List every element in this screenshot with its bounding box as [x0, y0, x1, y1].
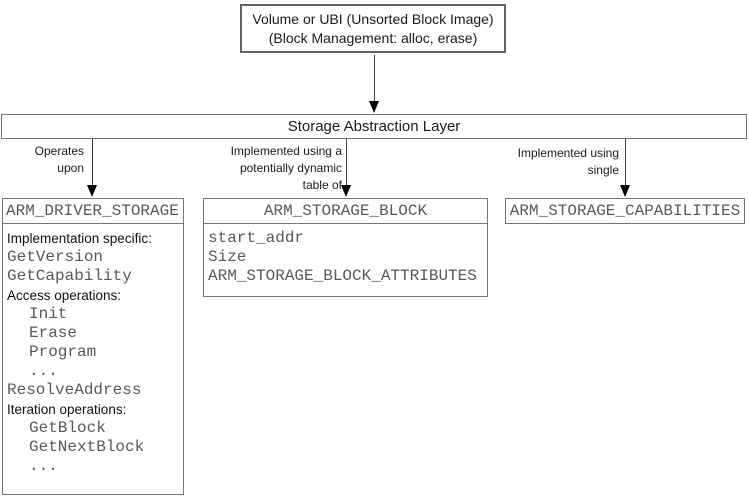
- box-line: ...: [29, 457, 58, 475]
- arrowhead-down-icon: [619, 185, 630, 197]
- edge-label-line: table of: [302, 178, 342, 192]
- box-line: GetNextBlock: [29, 438, 145, 456]
- box-line: Iteration operations:: [7, 402, 127, 417]
- arm-storage-capabilities-title: ARM_STORAGE_CAPABILITIES: [509, 202, 741, 220]
- arm-driver-storage-title: ARM_DRIVER_STORAGE: [3, 199, 183, 224]
- box-line: start_addr: [208, 229, 305, 247]
- arm-driver-storage-box: ARM_DRIVER_STORAGE Implementation specif…: [2, 198, 184, 495]
- arrowhead-down-icon: [340, 185, 351, 197]
- box-line: Size: [208, 248, 247, 266]
- center-connector-line: [345, 139, 347, 187]
- edge-label-line: upon: [57, 161, 84, 175]
- edge-label-line: Implemented using: [517, 146, 619, 160]
- top-connector-line: [373, 55, 375, 102]
- volume-ubi-line2: (Block Management: alloc, erase): [268, 29, 478, 46]
- box-line: Program: [29, 343, 97, 361]
- box-line: Erase: [29, 324, 78, 342]
- edge-label-line: single: [587, 163, 619, 177]
- edge-label-line: Implemented using a: [230, 144, 342, 158]
- box-line: Access operations:: [7, 288, 122, 303]
- storage-abstraction-layer-title: Storage Abstraction Layer: [287, 118, 461, 135]
- box-line: GetVersion: [7, 248, 104, 266]
- box-line: GetCapability: [7, 267, 132, 285]
- box-line: Implementation specific:: [7, 231, 152, 246]
- box-line: ARM_STORAGE_BLOCK_ATTRIBUTES: [208, 267, 477, 285]
- edge-label-dynamic-table: Implemented using a potentially dynamic …: [190, 143, 342, 194]
- box-line: Init: [29, 305, 68, 323]
- edge-label-operates-upon: Operates upon: [0, 143, 84, 177]
- right-connector-line: [624, 139, 626, 187]
- volume-ubi-box: Volume or UBI (Unsorted Block Image) (Bl…: [240, 4, 506, 53]
- edge-label-single: Implemented using single: [460, 145, 619, 179]
- edge-label-line: potentially dynamic: [239, 161, 342, 175]
- arrowhead-down-icon: [368, 101, 379, 113]
- arm-storage-block-title: ARM_STORAGE_BLOCK: [204, 199, 487, 224]
- arm-storage-capabilities-box: ARM_STORAGE_CAPABILITIES: [505, 198, 745, 224]
- edge-label-line: Operates: [34, 144, 84, 158]
- box-line: ...: [29, 362, 58, 380]
- box-line: GetBlock: [29, 419, 106, 437]
- left-connector-line: [91, 139, 93, 187]
- storage-abstraction-layer-box: Storage Abstraction Layer: [1, 114, 747, 139]
- box-line: ResolveAddress: [7, 381, 142, 399]
- volume-ubi-line1: Volume or UBI (Unsorted Block Image): [252, 10, 494, 27]
- arrowhead-down-icon: [86, 185, 97, 197]
